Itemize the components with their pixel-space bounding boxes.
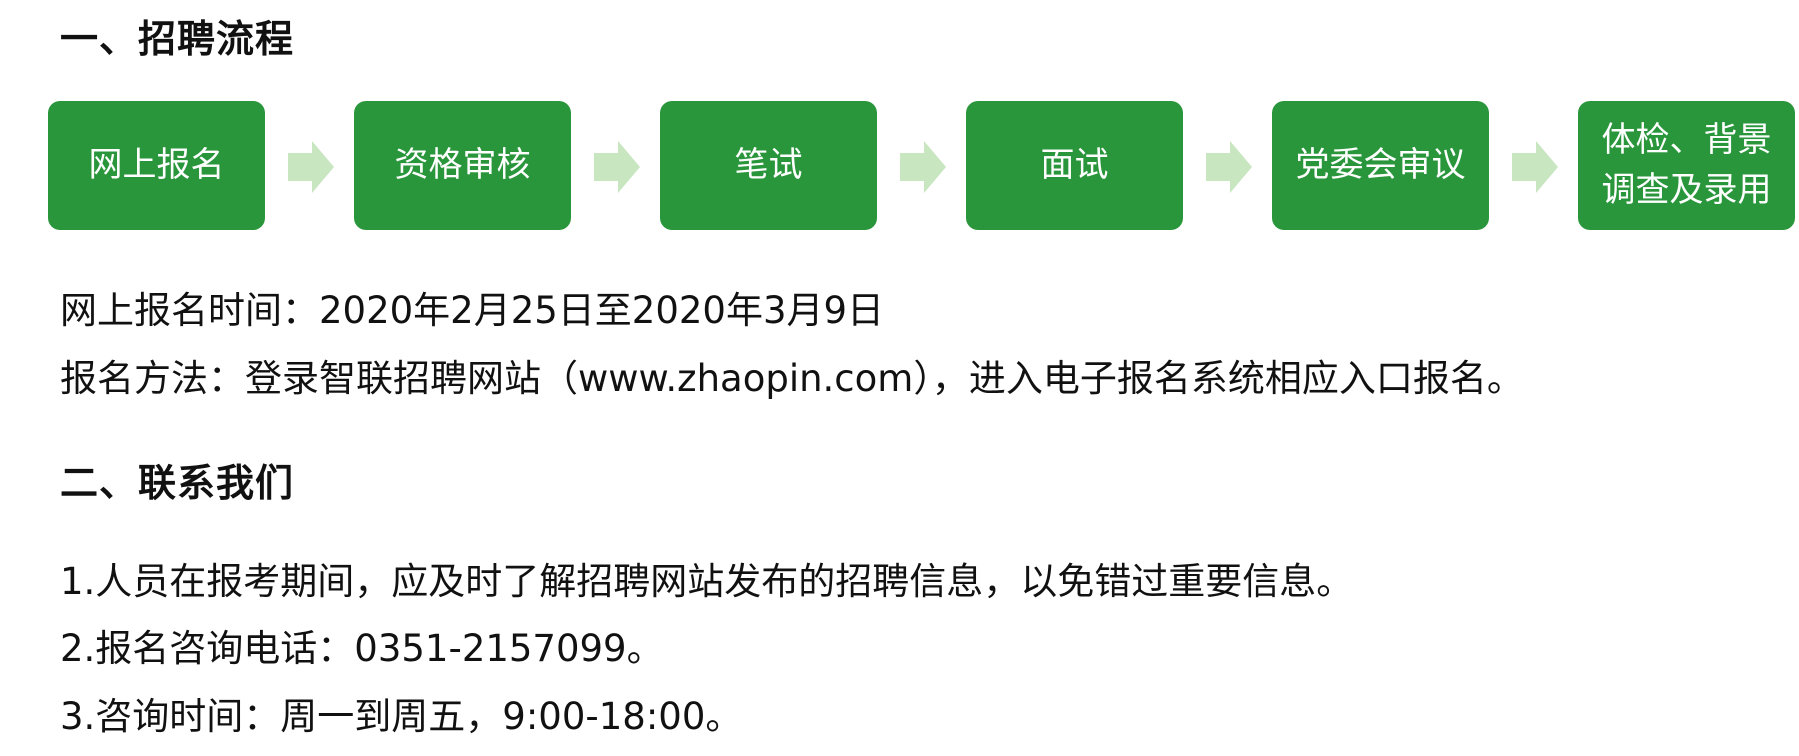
contact-item-phone: 2.报名咨询电话：0351-2157099。 [60,627,664,670]
section-title-contact-us: 二、联系我们 [60,461,295,505]
step-online-registration: 网上报名 [48,101,265,230]
step-medical-background-hiring: 体检、背景 调查及录用 [1578,101,1795,230]
step-interview: 面试 [966,101,1183,230]
right-arrow-icon [1206,141,1252,193]
registration-time: 网上报名时间：2020年2月25日至2020年3月9日 [60,289,885,332]
contact-item-hours: 3.咨询时间：周一到周五，9:00-18:00。 [60,695,743,738]
step-written-exam: 笔试 [660,101,877,230]
recruitment-flow: 网上报名 资格审核 笔试 面试 党委会审议 体检、背景 调查及录用 [48,101,1799,230]
step-party-committee-review: 党委会审议 [1272,101,1489,230]
right-arrow-icon [900,141,946,193]
contact-item-notice: 1.人员在报考期间，应及时了解招聘网站发布的招聘信息，以免错过重要信息。 [60,560,1354,603]
section-title-recruitment-process: 一、招聘流程 [60,17,295,61]
registration-method: 报名方法：登录智联招聘网站（www.zhaopin.com），进入电子报名系统相… [60,357,1524,400]
right-arrow-icon [288,141,334,193]
step-label-line-1: 体检、背景 [1601,120,1772,161]
right-arrow-icon [1512,141,1558,193]
step-label-line-2: 调查及录用 [1601,169,1772,210]
step-qualification-review: 资格审核 [354,101,571,230]
right-arrow-icon [594,141,640,193]
